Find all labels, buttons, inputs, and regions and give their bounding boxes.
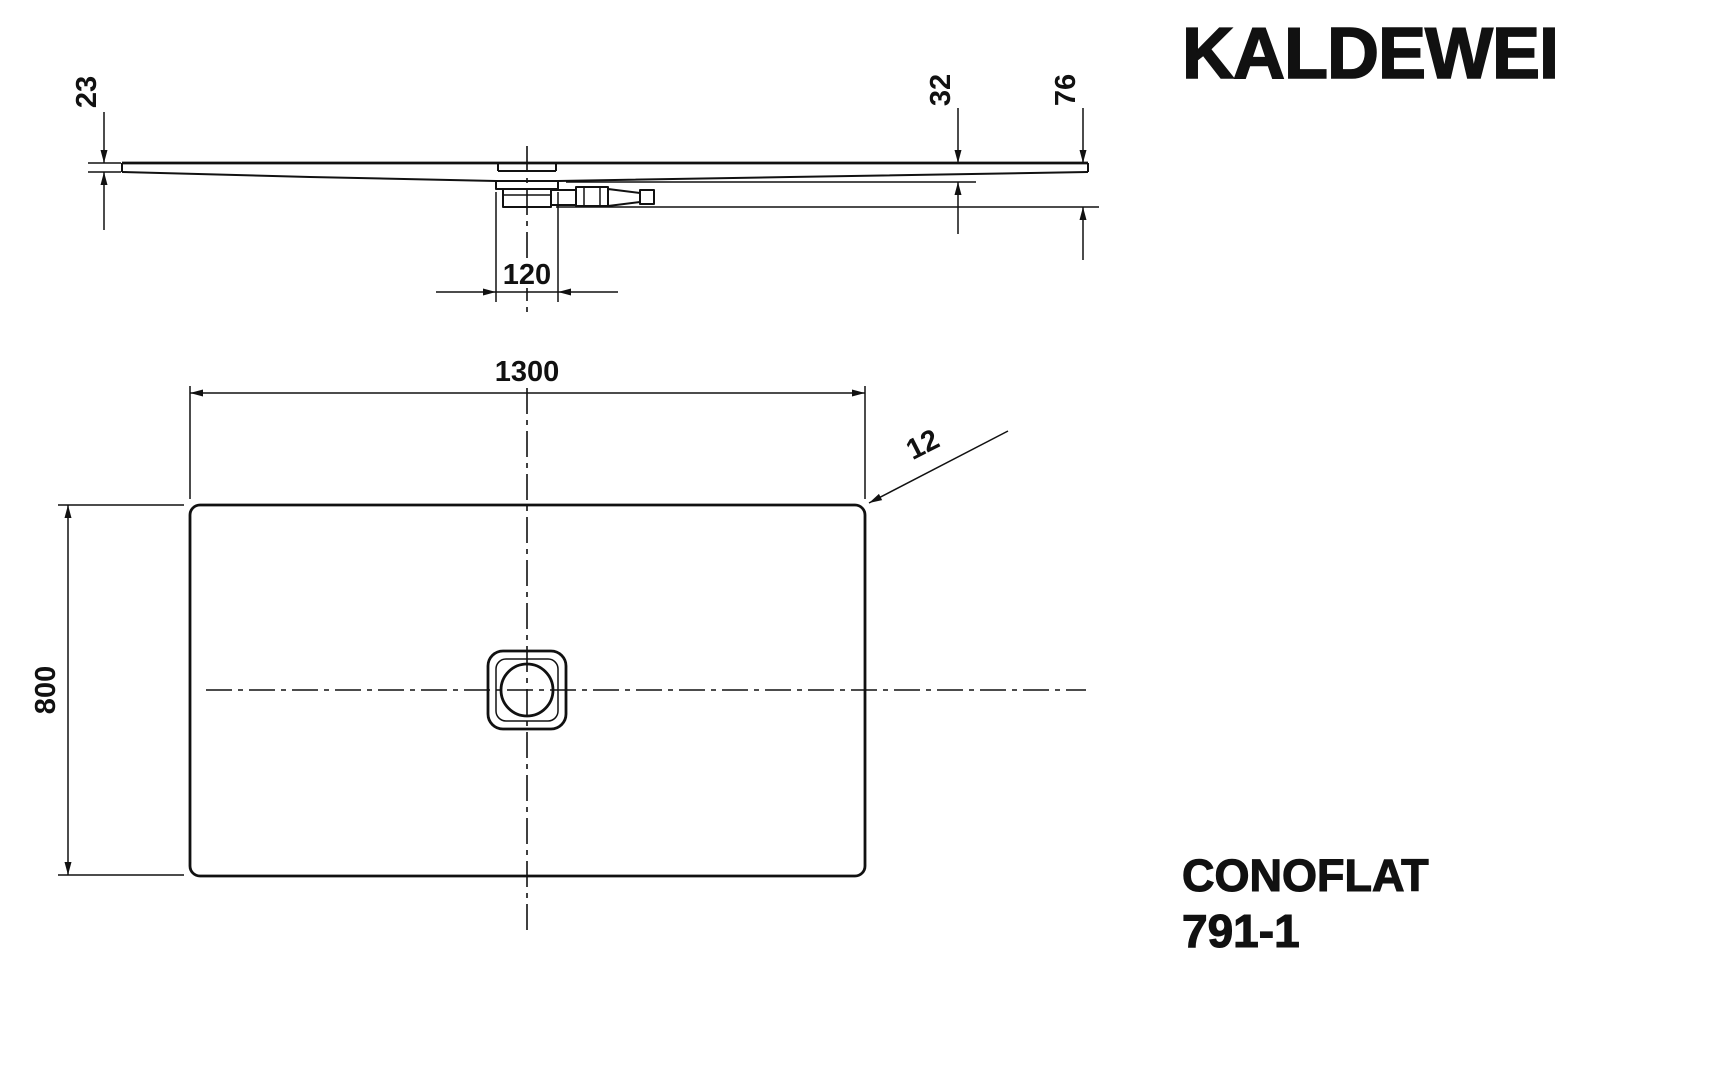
dim-depth-label: 32: [925, 74, 957, 106]
tray-profile-bottom-right: [557, 171, 1089, 182]
brand-block: KALDEWEI CONOFLAT 791-1: [1181, 13, 1560, 957]
tray-profile-tips: [121, 163, 1089, 172]
dim-width-label: 800: [30, 666, 62, 714]
drain-outlet-coupler: [575, 186, 609, 207]
drain-outlet-taper: [607, 188, 641, 207]
drain-outlet-end: [639, 189, 655, 205]
tray-profile-bottom-left: [121, 171, 497, 182]
dim-rim-thickness-label: 23: [71, 76, 103, 108]
dim-length-label: 1300: [495, 356, 560, 388]
dim-length-extension-lines: [189, 386, 866, 499]
product-model: 791-1: [1182, 905, 1300, 957]
dim-width-extension-lines: [58, 504, 184, 876]
dim-rim-extension-lines: [88, 162, 121, 173]
dim-drain-recess-label: 120: [503, 259, 551, 291]
kaldewei-logo: KALDEWEI: [1182, 14, 1558, 94]
dim-drain-label-mask: [500, 258, 554, 288]
drain-frame-inner: [495, 658, 559, 722]
product-series: CONOFLAT: [1182, 850, 1429, 901]
plan-view: [188, 388, 1086, 935]
dim-radius-leader-line: [868, 430, 1009, 504]
dim-drain-extension-lines: [495, 192, 559, 302]
side-view-dimensions: 23 32 76 120: [71, 74, 1099, 302]
side-view: [121, 146, 1089, 314]
drain-outlet-neck: [550, 189, 577, 206]
drain-outlet-coupler-ribs: [583, 187, 601, 206]
dim-corner-radius-label: 12: [901, 423, 944, 466]
drain-circle: [499, 662, 555, 718]
drain-frame-outer: [486, 649, 568, 731]
tray-outline: [188, 503, 867, 878]
plan-view-dimensions: 1300 800 12: [30, 356, 1009, 876]
dim-total-height-label: 76: [1050, 74, 1082, 106]
